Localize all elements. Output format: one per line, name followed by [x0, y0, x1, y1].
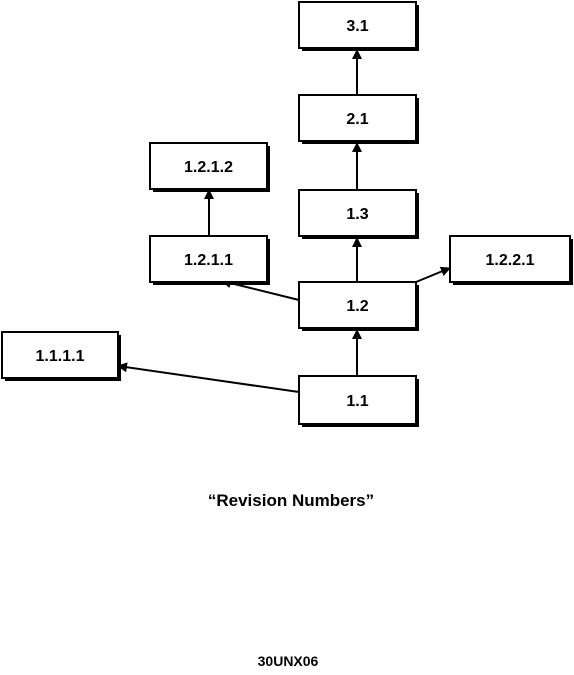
node-label: 1.3: [346, 206, 368, 223]
node-box: [149, 235, 268, 283]
node-box: [449, 235, 571, 283]
diagram-title: “Revision Numbers”: [207, 491, 375, 510]
node-rev-1-2-2-1: 1.2.2.1: [449, 235, 573, 285]
edge-n1_1-to-n1_1_1_1: [117, 362, 300, 393]
node-label: 3.1: [346, 18, 368, 35]
node-box: [298, 1, 417, 49]
node-label: 2.1: [346, 111, 368, 128]
node-label: 1.2: [346, 298, 368, 315]
node-rev-1-1-1-1: 1.1.1.1: [1, 331, 121, 381]
figure-code: 30UNX06: [257, 653, 319, 669]
node-box: [298, 281, 417, 329]
node-rev-2-1: 2.1: [298, 94, 419, 144]
node-box: [298, 94, 417, 142]
node-rev-1-2-1-2: 1.2.1.2: [149, 142, 270, 192]
node-rev-1-2-1-1: 1.2.1.1: [149, 235, 270, 285]
node-rev-1-3: 1.3: [298, 189, 419, 239]
node-label: 1.1: [346, 393, 368, 410]
node-label: 1.2.2.1: [486, 252, 535, 269]
node-box: [298, 375, 417, 425]
node-rev-3-1: 3.1: [298, 1, 419, 51]
node-box: [298, 189, 417, 237]
node-rev-1-1: 1.1: [298, 375, 419, 427]
node-rev-1-2: 1.2: [298, 281, 419, 331]
edges-layer: [117, 49, 451, 393]
node-box: [1, 331, 119, 379]
node-label: 1.1.1.1: [36, 348, 85, 365]
node-box: [149, 142, 268, 190]
node-label: 1.2.1.2: [184, 159, 233, 176]
edge-n1_2-to-n1_2_2_1: [415, 266, 451, 283]
node-label: 1.2.1.1: [184, 252, 233, 269]
nodes-layer: 1.1 1.2 1.3 2.1 3.1 1.1.1.1 1.2.1.1 1.2.1.2 1.2.…: [1, 1, 573, 427]
